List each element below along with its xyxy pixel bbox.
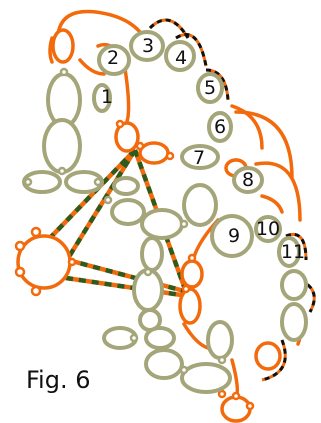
- ring-number-10: 10: [256, 218, 280, 240]
- orange-picots: [14, 119, 255, 411]
- ring-number-3: 3: [142, 35, 154, 57]
- ring-number-5: 5: [204, 77, 216, 99]
- ring-number-6: 6: [214, 116, 226, 138]
- figure-caption: Fig. 6: [26, 366, 91, 394]
- ring-number-11: 11: [281, 241, 305, 263]
- ring-number-7: 7: [193, 147, 205, 169]
- ring-number-8: 8: [242, 169, 254, 191]
- ring-number-1: 1: [101, 86, 113, 108]
- ring-number-4: 4: [175, 47, 187, 69]
- olive-picots: [23, 67, 227, 375]
- ring-number-9: 9: [228, 225, 240, 247]
- orange-chains: [48, 9, 302, 400]
- ring-numbers: 1 2 3 4 5 6 7 8 9 10 11: [101, 35, 305, 263]
- olive-rings: [22, 30, 308, 394]
- ring-number-2: 2: [107, 47, 119, 69]
- orange-rings: [16, 28, 282, 423]
